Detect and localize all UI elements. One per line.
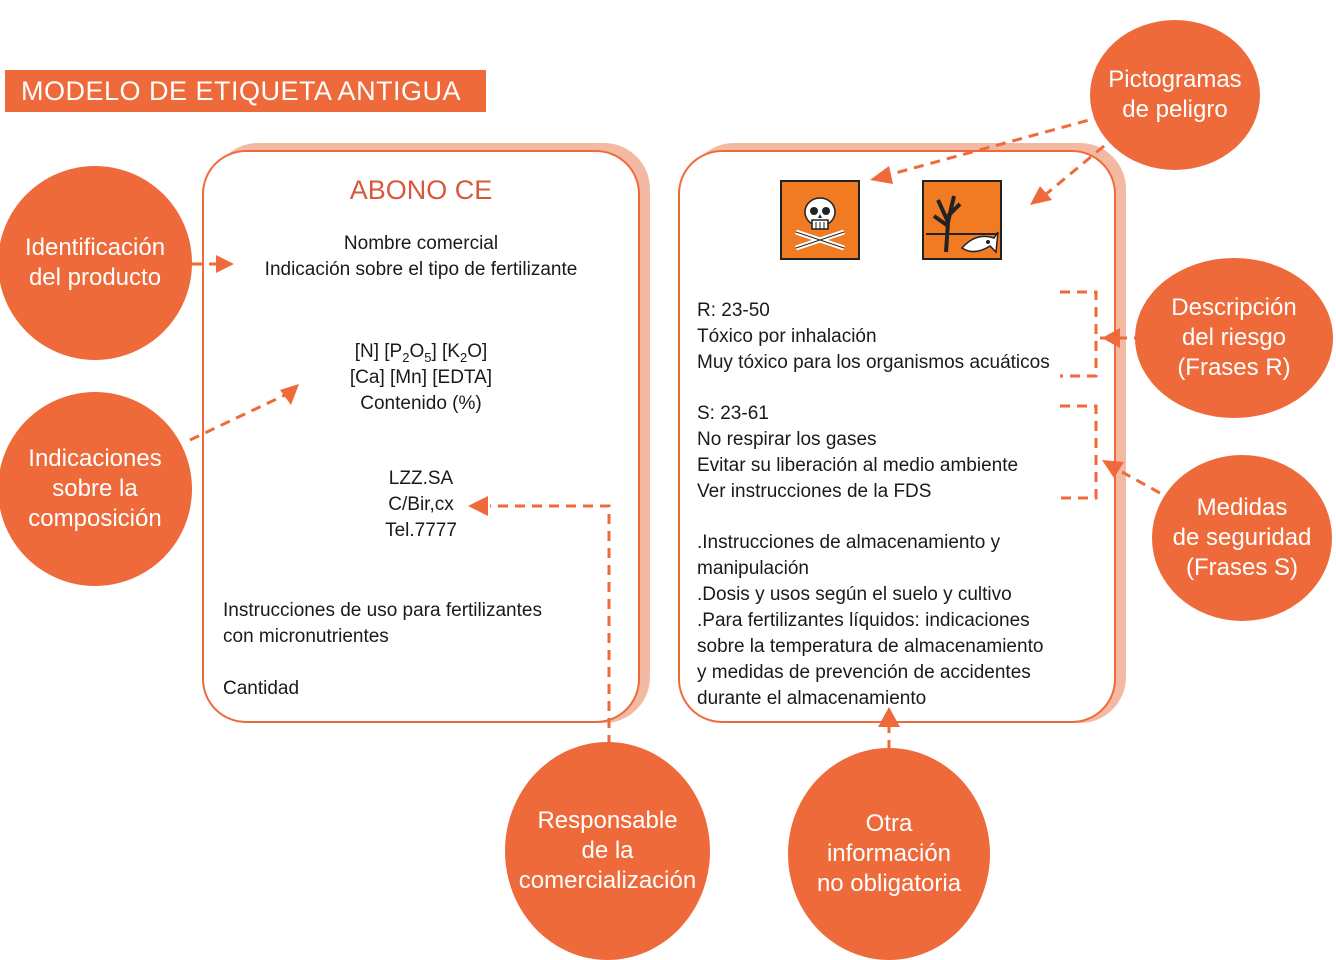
callout-text: del riesgo <box>1181 324 1287 351</box>
instructions-line-2: con micronutrientes <box>223 626 389 647</box>
other-info-line-1: .Instrucciones de almacenamiento y <box>697 532 1001 553</box>
nutrients-text: [N] [P2O5] [K2O] <box>354 341 488 365</box>
other-info-line-5: sobre la temperatura de almacenamiento <box>697 636 1044 657</box>
callout-text: de seguridad <box>1172 524 1312 551</box>
callout-text: del producto <box>28 264 162 291</box>
callout-text: Identificación <box>24 234 166 261</box>
micronutrients-line: [Ca] [Mn] [EDTA] <box>349 367 493 388</box>
left-label-card <box>202 150 640 723</box>
nutrients-line: [N] [P2O5] [K2O] <box>202 339 640 371</box>
fertilizer-type-line: Indicación sobre el tipo de fertilizante <box>264 259 578 280</box>
company-address: C/Bir,cx <box>388 494 454 515</box>
company-name: LZZ.SA <box>388 468 454 489</box>
page-title-banner: MODELO DE ETIQUETA ANTIGUA <box>5 70 486 112</box>
callout-risk: Descripción del riesgo (Frases R) <box>1135 258 1333 418</box>
callout-text: de peligro <box>1122 96 1228 123</box>
skull-crossbones-icon <box>780 180 860 260</box>
r-phrase-2: Muy tóxico para los organismos acuáticos <box>697 352 1050 373</box>
callout-composition: Indicaciones sobre la composición <box>0 392 192 586</box>
other-info-line-6: y medidas de prevención de accidentes <box>697 662 1031 683</box>
callout-text: Pictogramas <box>1108 66 1242 93</box>
callout-other-info: Otra información no obligatoria <box>788 748 990 960</box>
other-info-line-7: durante el almacenamiento <box>697 688 927 709</box>
callout-text: Responsable <box>537 807 678 834</box>
callout-text: Descripción <box>1171 294 1297 321</box>
r-phrase-1: Tóxico por inhalación <box>697 326 877 347</box>
callout-text: (Frases R) <box>1177 354 1291 381</box>
other-info-line-2: manipulación <box>697 558 809 579</box>
product-name-line: Nombre comercial <box>343 233 499 254</box>
dead-tree-fish-icon <box>922 180 1002 260</box>
callout-pictograms: Pictogramas de peligro <box>1090 20 1260 170</box>
content-line: Contenido (%) <box>360 393 482 414</box>
callout-text: (Frases S) <box>1185 554 1298 581</box>
callout-text: sobre la <box>52 475 138 502</box>
callout-text: Medidas <box>1196 494 1288 521</box>
label-title: ABONO CE <box>349 175 493 205</box>
s-phrase-code: S: 23-61 <box>697 403 769 424</box>
callout-text: no obligatoria <box>816 870 962 897</box>
quantity-label: Cantidad <box>223 678 300 699</box>
s-phrase-2: Evitar su liberación al medio ambiente <box>697 455 1019 476</box>
callout-text: de la <box>581 837 634 864</box>
s-phrase-3: Ver instrucciones de la FDS <box>697 481 932 502</box>
instructions-line-1: Instrucciones de uso para fertilizantes <box>223 600 542 621</box>
callout-safety: Medidas de seguridad (Frases S) <box>1152 455 1332 621</box>
callout-responsible: Responsable de la comercialización <box>505 742 710 960</box>
callout-text: comercialización <box>518 867 697 894</box>
callout-text: Otra <box>865 810 913 837</box>
r-phrase-code: R: 23-50 <box>697 300 770 321</box>
page-title: MODELO DE ETIQUETA ANTIGUA <box>21 75 462 106</box>
callout-text: Indicaciones <box>28 445 162 472</box>
callout-text: composición <box>28 505 162 532</box>
other-info-line-4: .Para fertilizantes líquidos: indicacion… <box>697 610 1030 631</box>
callout-text: información <box>826 840 952 867</box>
callout-identification: Identificación del producto <box>0 166 192 360</box>
s-phrase-1: No respirar los gases <box>697 429 877 450</box>
right-label-card <box>678 150 1116 723</box>
company-phone: Tel.7777 <box>385 520 457 541</box>
other-info-line-3: .Dosis y usos según el suelo y cultivo <box>697 584 1012 605</box>
